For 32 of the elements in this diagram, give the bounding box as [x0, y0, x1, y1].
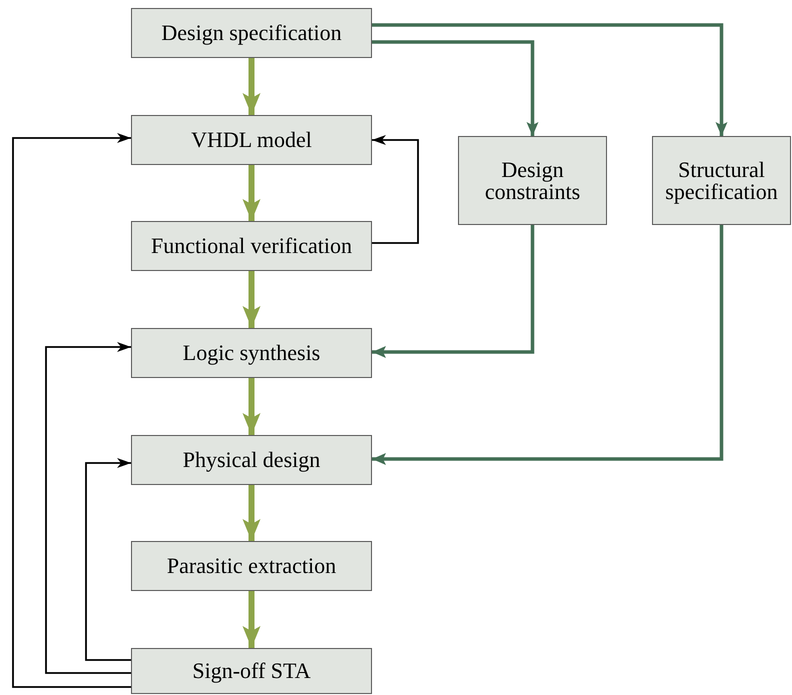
- process-box: [131, 435, 372, 485]
- arrow: [12, 133, 131, 688]
- box-label: Design specification: [161, 22, 342, 44]
- arrow: [242, 165, 260, 221]
- box-label: Parasitic extraction: [166, 555, 336, 577]
- box-label: Sign-off STA: [192, 660, 311, 682]
- arrow: [372, 225, 534, 358]
- box-label: Design constraints: [484, 158, 582, 202]
- process-box: [652, 136, 791, 225]
- process-box: [458, 136, 607, 225]
- arrow: [45, 342, 131, 674]
- box-label: Physical design: [182, 449, 320, 471]
- box-label: VHDL model: [191, 129, 312, 151]
- arrow: [242, 271, 260, 328]
- box-label: Functional verification: [151, 235, 352, 257]
- box-label: Logic synthesis: [182, 342, 320, 364]
- arrow: [242, 591, 260, 648]
- arrow: [372, 23, 728, 136]
- arrow: [372, 40, 538, 136]
- process-box: [131, 115, 372, 165]
- box-label: Structural specification: [664, 158, 779, 202]
- process-box: [131, 221, 372, 271]
- arrow: [372, 225, 724, 465]
- arrow: [242, 378, 260, 435]
- arrow: [372, 135, 419, 244]
- process-box: [131, 328, 372, 378]
- arrow: [85, 458, 131, 661]
- process-box: [131, 541, 372, 591]
- arrow: [242, 58, 260, 115]
- process-box: [131, 648, 372, 694]
- arrow: [242, 485, 260, 541]
- process-box: [131, 8, 372, 58]
